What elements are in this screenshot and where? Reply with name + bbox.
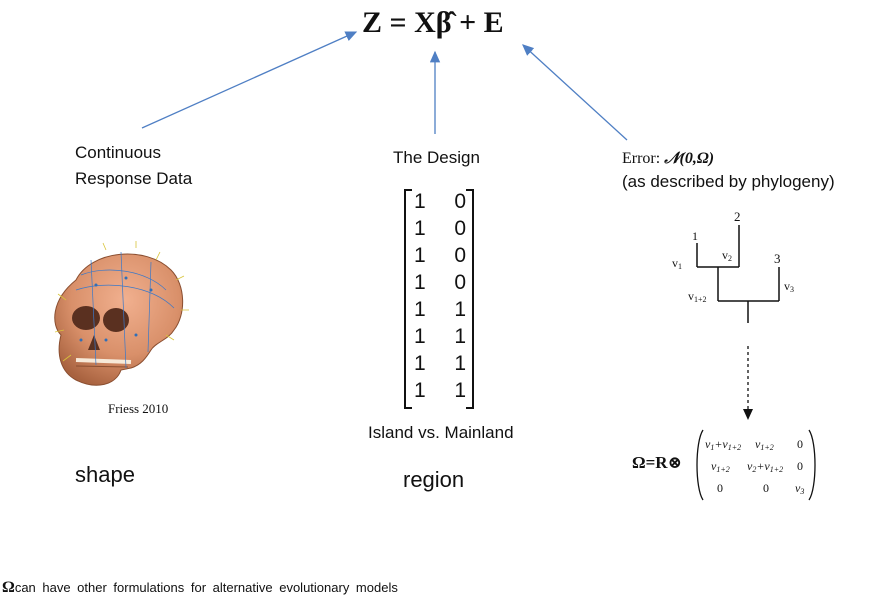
design-matrix-cell: 1 — [454, 298, 466, 321]
region-label: region — [403, 467, 465, 492]
design-matrix-cell: 1 — [454, 325, 466, 348]
design-matrix-cell: 0 — [454, 190, 466, 213]
omega-matrix: v1+v1+2 v1+2 0 v1+2 v2+v1+2 0 0 0 v3 — [696, 429, 816, 501]
omega-cell-2-1: v1+2 — [711, 459, 730, 474]
main-equation: Z = Xβ̂ + E — [362, 6, 504, 40]
dashed-arrow — [743, 346, 753, 420]
error-prefix: Error: — [622, 150, 665, 167]
omega-cell-1-2: v1+2 — [755, 437, 774, 452]
branch-v3-label: v3 — [784, 279, 794, 294]
skull-image — [54, 241, 189, 386]
design-matrix-cell: 1 — [414, 217, 426, 240]
omega-cell-2-3: 0 — [797, 459, 803, 473]
design-matrix-cell: 1 — [414, 298, 426, 321]
design-matrix-cell: 1 — [414, 379, 426, 402]
error-distribution: 𝒩(0,Ω) — [664, 150, 715, 167]
design-matrix-cell: 0 — [454, 271, 466, 294]
design-matrix-cell: 0 — [454, 244, 466, 267]
shape-label: shape — [75, 462, 135, 487]
design-matrix-cell: 1 — [414, 190, 426, 213]
design-matrix-cell: 1 — [414, 271, 426, 294]
arrow-response-to-z — [141, 31, 358, 129]
error-label: Error: 𝒩(0,Ω) — [622, 150, 714, 168]
omega-cell-1-3: 0 — [797, 437, 803, 451]
omega-cell-1-1: v1+v1+2 — [705, 437, 741, 452]
design-matrix-cell: 1 — [454, 352, 466, 375]
continuous-label-line1: Continuous — [75, 143, 162, 162]
tip-2-label: 2 — [734, 209, 741, 224]
design-matrix-cell: 0 — [454, 217, 466, 240]
continuous-label: Continuous Response Data — [75, 140, 192, 192]
footnote-text: can have other formulations for alternat… — [14, 580, 398, 595]
branch-v12-label: v1+2 — [688, 289, 707, 304]
omega-lhs: Ω=R⊗ — [632, 453, 682, 472]
island-label: Island vs. Mainland — [368, 423, 514, 442]
citation: Friess 2010 — [108, 401, 169, 416]
error-subtitle: (as described by phylogeny) — [622, 172, 835, 191]
arrow-error-to-e — [522, 44, 628, 141]
omega-cell-3-3: v3 — [795, 481, 804, 496]
design-label: The Design — [393, 148, 480, 167]
footnote-symbol: Ω — [2, 579, 15, 596]
design-matrix-cell: 1 — [414, 352, 426, 375]
branch-v1-label: v1 — [672, 256, 682, 271]
tip-1-label: 1 — [692, 229, 698, 243]
branch-v2-label: v2 — [722, 248, 732, 263]
omega-cell-3-1: 0 — [717, 481, 723, 495]
design-matrix-cell: 1 — [454, 379, 466, 402]
tip-3-label: 3 — [774, 251, 781, 266]
design-matrix-cell: 1 — [414, 244, 426, 267]
footnote: Ωcan have other formulations for alterna… — [2, 579, 398, 597]
omega-cell-2-2: v2+v1+2 — [747, 459, 783, 474]
omega-cell-3-2: 0 — [763, 481, 769, 495]
equation-text: Z = Xβ̂ + E — [362, 6, 504, 39]
phylogeny-tree: 1 2 3 v1 v2 v1+2 v3 — [672, 209, 794, 323]
design-matrix-brackets — [404, 189, 474, 409]
continuous-label-line2: Response Data — [75, 169, 193, 188]
design-matrix-cell: 1 — [414, 325, 426, 348]
